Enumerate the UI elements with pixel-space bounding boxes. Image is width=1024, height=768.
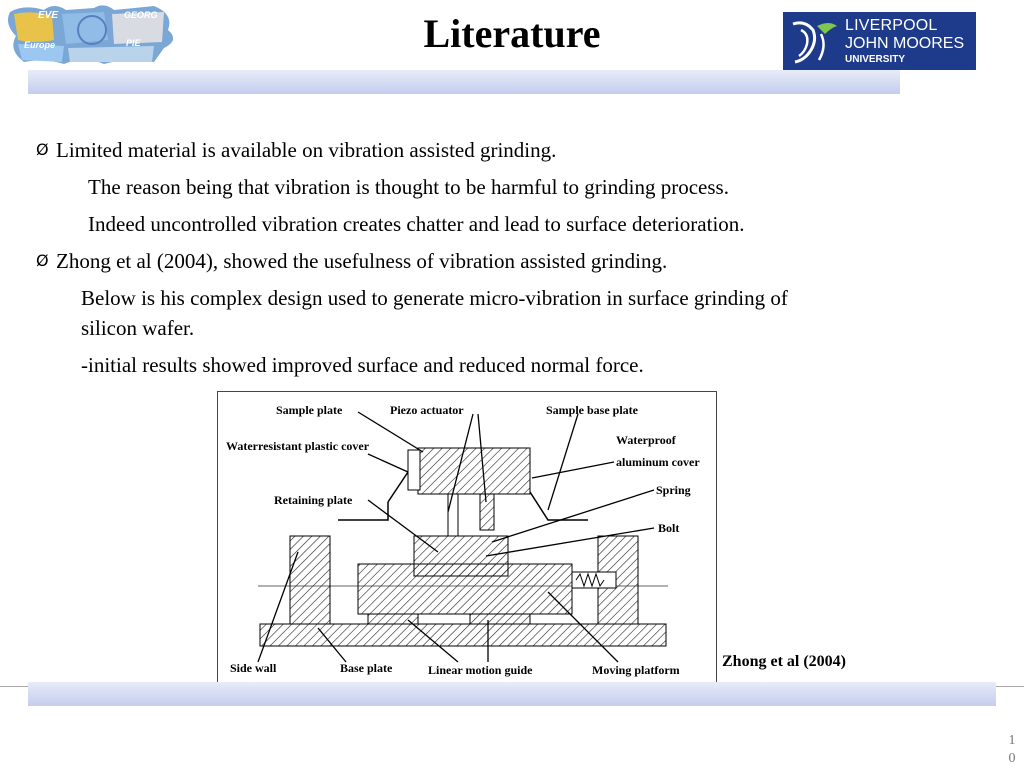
page-number-digit-1: 1 [1008, 733, 1016, 748]
label-bolt: Bolt [658, 521, 679, 535]
bullet-2-sub-2: -initial results showed improved surface… [81, 353, 644, 377]
device-diagram-figure: Sample plate Piezo actuator Sample base … [217, 391, 717, 685]
eve-logo: EVE GEORG Europe PIE [4, 0, 180, 68]
bullet-2: Ø Zhong et al (2004), showed the usefuln… [36, 248, 667, 274]
ljmu-logo: LIVERPOOL JOHN MOORES UNIVERSITY [783, 12, 976, 70]
bullet-2-sub-1-cont: silicon wafer. [81, 316, 195, 340]
label-sample-base-plate: Sample base plate [546, 403, 639, 417]
label-side-wall: Side wall [230, 661, 277, 675]
logo-line-3: UNIVERSITY [845, 54, 906, 65]
arrow-bullet-icon: Ø [36, 140, 49, 159]
page-number-digit-2: 0 [1008, 751, 1016, 766]
label-linear-motion-guide: Linear motion guide [428, 663, 533, 677]
label-sample-plate: Sample plate [276, 403, 343, 417]
bullet-1-text: Limited material is available on vibrati… [56, 138, 557, 162]
label-retaining-plate: Retaining plate [274, 493, 353, 507]
logo-text-europe: Europe [24, 40, 55, 50]
bullet-2-text: Zhong et al (2004), showed the usefulnes… [56, 249, 668, 273]
label-waterproof: Waterproof [616, 433, 677, 447]
label-base-plate: Base plate [340, 661, 393, 675]
top-gradient-bar [28, 70, 900, 94]
label-waterresistant-cover: Waterresistant plastic cover [226, 439, 370, 453]
logo-line-2: JOHN MOORES [845, 35, 965, 52]
bullet-1-sub-1: The reason being that vibration is thoug… [88, 175, 729, 199]
logo-text-georg: GEORG [124, 10, 158, 20]
slide-title: Literature [423, 11, 601, 56]
logo-text-eve: EVE [38, 10, 58, 21]
label-aluminum-cover: aluminum cover [616, 455, 700, 469]
label-piezo-actuator: Piezo actuator [390, 403, 464, 417]
arrow-bullet-icon: Ø [36, 251, 49, 270]
bullet-1-sub-2: Indeed uncontrolled vibration creates ch… [88, 212, 745, 236]
label-moving-platform: Moving platform [592, 663, 680, 677]
liver-bird-icon [792, 21, 837, 64]
figure-caption: Zhong et al (2004) [722, 653, 846, 670]
logo-text-pie: PIE [126, 38, 142, 48]
bottom-gradient-bar [28, 682, 996, 706]
label-spring: Spring [656, 483, 691, 497]
logo-line-1: LIVERPOOL [845, 17, 938, 34]
bullet-1: Ø Limited material is available on vibra… [36, 137, 556, 163]
bullet-2-sub-1: Below is his complex design used to gene… [81, 286, 788, 310]
page-number: 1 0 [1002, 732, 1022, 768]
